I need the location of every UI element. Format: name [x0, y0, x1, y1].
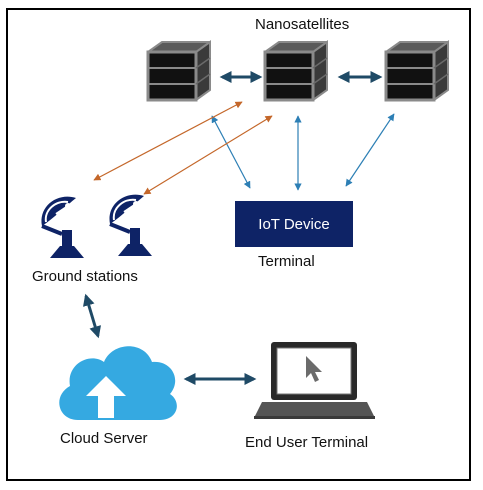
nanosatellites-label: Nanosatellites: [255, 16, 350, 33]
iot-device-box: IoT Device: [235, 201, 353, 247]
ground-link-1: [93, 101, 243, 181]
satellite-dish-icon: [39, 194, 86, 260]
iot-link-right: [345, 113, 395, 187]
iot-device-label: IoT Device: [258, 215, 330, 233]
ground-stations-label: Ground stations: [32, 268, 138, 285]
cloud-server-label: Cloud Server: [60, 430, 148, 447]
ground-cloud-link: [83, 293, 101, 339]
end-user-terminal-label: End User Terminal: [245, 434, 369, 451]
ground-link-2: [143, 115, 273, 195]
cursor-icon: [306, 356, 322, 382]
cubesat-icon: [146, 40, 212, 102]
cloud-upload-icon: [59, 346, 177, 420]
laptop-icon: [254, 342, 375, 419]
cubesat-icon: [263, 40, 329, 102]
iot-link-left: [211, 115, 251, 189]
cubesat-icon: [384, 40, 450, 102]
satellite-dish-icon: [107, 192, 154, 258]
terminal-label: Terminal: [258, 253, 315, 270]
